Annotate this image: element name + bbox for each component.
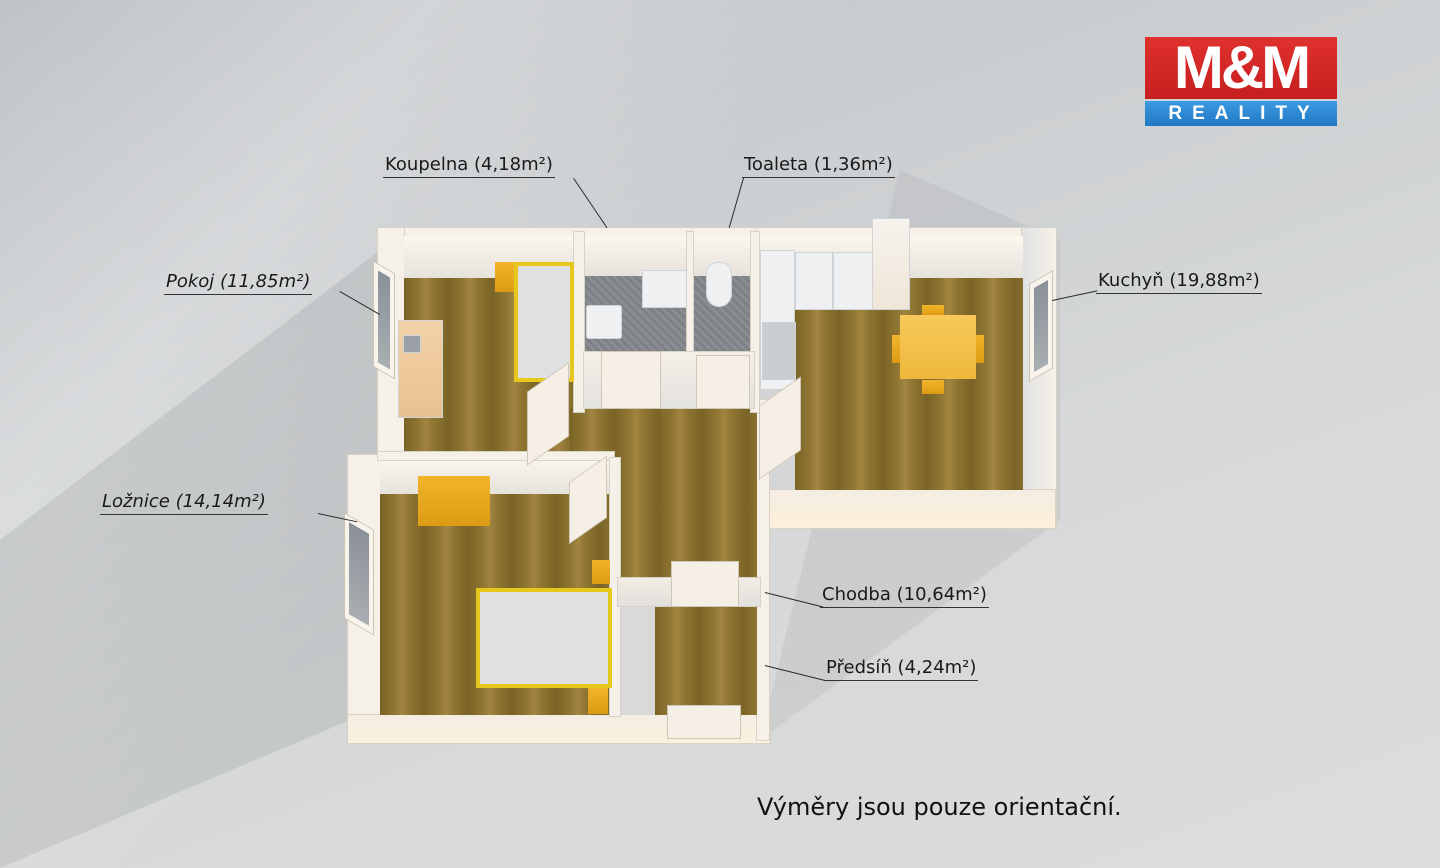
pokoj-bed [514,262,574,382]
pokoj-laptop [403,335,421,353]
wall-koupelna-toaleta [687,232,693,357]
logo-mm-text: M&M [1145,37,1337,99]
wall-chodba-right [757,400,769,740]
dining-chair [922,380,944,394]
wall-loznice-chodba [610,458,620,716]
door-toaleta [697,356,749,408]
label-pokoj: Pokoj (11,85m²) [164,271,313,295]
loznice-bed [476,588,612,688]
door-predsin [672,562,738,606]
wall-pokoj-koupelna [574,232,584,412]
label-chodba: Chodba (10,64m²) [820,584,989,608]
leader-kuchyn [1052,290,1098,302]
label-koupelna: Koupelna (4,18m²) [383,154,555,178]
wall-pokoj-bottom [378,452,614,460]
label-loznice: Ložnice (14,14m²) [100,491,268,515]
entrance-door [668,706,740,738]
leader-koupelna [572,178,608,229]
stove [795,252,833,310]
toilet [706,262,732,307]
koupelna-back-wall [584,236,687,276]
leader-chodba [764,592,824,608]
shower-tray [642,270,687,308]
disclaimer-note: Výměry jsou pouze orientační. [757,793,1122,821]
mm-reality-logo: M&M REALITY [1145,37,1337,126]
leader-predsin [764,665,826,682]
window-loznice [345,513,373,635]
door-koupelna [602,352,660,408]
dining-chair [922,305,944,315]
loznice-nightstand [592,560,610,584]
label-predsin: Předsíň (4,24m²) [824,657,979,681]
wardrobe [418,476,490,526]
label-kuchyn: Kuchyň (19,88m²) [1096,270,1262,294]
washbasin [586,305,622,339]
fridge [872,218,910,310]
dining-table [900,315,976,379]
floor-kuchyn [795,278,1023,490]
dining-chair [892,335,900,363]
window-kuchyn [1030,271,1052,381]
label-toaleta: Toaleta (1,36m²) [742,154,895,178]
wall-kitchen-bottom [765,490,1055,528]
loznice-nightstand [588,688,608,714]
kitchen-sink [762,322,796,380]
logo-reality-text: REALITY [1145,101,1337,126]
window-pokoj [374,262,394,378]
door-kuchyn [760,377,800,479]
wall-toaleta-kuchyn [751,232,759,412]
dining-chair [976,335,984,363]
leader-toaleta [728,177,744,228]
kitchen-cabinet [833,252,873,310]
predsin-storage [618,598,655,715]
floor-predsin [655,605,757,715]
